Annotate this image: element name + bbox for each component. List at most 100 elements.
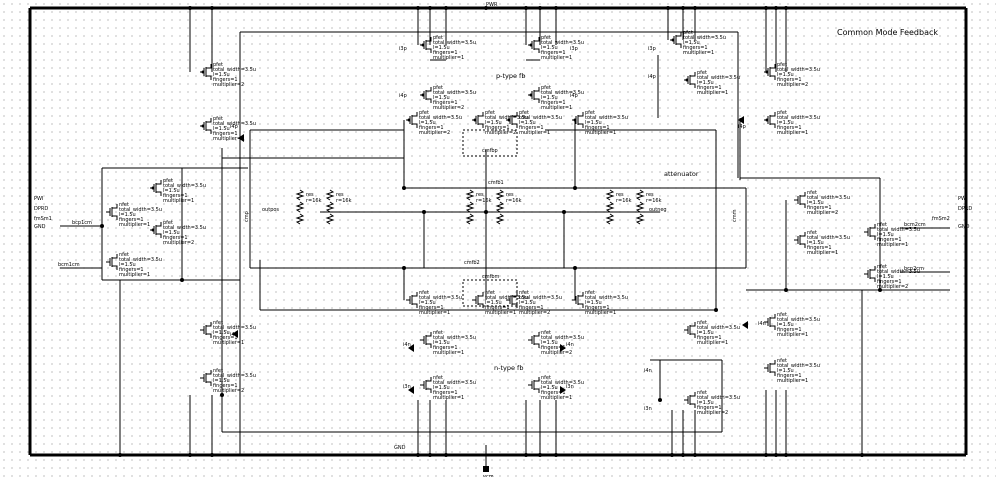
device-param: multiplier=1 (807, 250, 838, 256)
nfet-device-27[interactable]: nfettotal_width=3.5ul=1.5ufingers=1multi… (200, 368, 256, 394)
device-param: l=1.5u (433, 385, 450, 391)
device-param: total_width=3.5u (485, 295, 528, 301)
device-param: fingers=1 (683, 45, 708, 51)
right-port-label[interactable]: fmSm2 (932, 216, 950, 222)
device-param: multiplier=2 (419, 130, 450, 136)
resistor-param: r=16k (646, 198, 662, 204)
nfet-device-31[interactable]: nfettotal_width=3.5ul=1.5ufingers=1multi… (528, 375, 584, 401)
left-port-label[interactable]: fmSm1 (34, 216, 52, 222)
nfet-device-30[interactable]: nfettotal_width=3.5ul=1.5ufingers=1multi… (528, 330, 584, 356)
source-i4n-b: i4n (566, 342, 574, 348)
device-param: total_width=3.5u (163, 183, 206, 189)
device-param: fingers=1 (213, 131, 238, 137)
device-param: fingers=1 (433, 345, 458, 351)
pfet-device-8[interactable]: pfettotal_width=3.5ul=1.5ufingers=1multi… (506, 110, 562, 136)
device-param: nfet (777, 358, 787, 364)
net-cmfbp: cmfbp (482, 148, 498, 154)
nfet-device-19[interactable]: nfettotal_width=3.5ul=1.5ufingers=1multi… (794, 230, 850, 256)
device-param: multiplier=1 (585, 130, 616, 136)
right-port-line2: GND (958, 224, 970, 230)
device-param: total_width=3.5u (433, 380, 476, 386)
device-param: nfet (585, 290, 595, 296)
pfet-device-0[interactable]: pfettotal_width=3.5ul=1.5ufingers=1multi… (200, 62, 256, 88)
nfet-device-34[interactable]: nfettotal_width=3.5ul=1.5ufingers=1multi… (764, 312, 820, 338)
device-param: multiplier=1 (213, 340, 244, 346)
diagram-title: Common Mode Feedback (837, 28, 938, 37)
pfet-device-6[interactable]: pfettotal_width=3.5ul=1.5ufingers=1multi… (406, 110, 462, 136)
device-param: l=1.5u (777, 322, 794, 328)
source-i4n-left: i4n (230, 332, 238, 338)
source-i4p: i4p (399, 93, 407, 99)
device-param: fingers=1 (519, 125, 544, 131)
device-param: total_width=3.5u (419, 115, 462, 121)
net-outneg: outneg (649, 207, 667, 213)
source-i4n-lower: i4n (644, 368, 652, 374)
device-param: fingers=1 (697, 405, 722, 411)
device-param: fingers=1 (213, 77, 238, 83)
pfet-device-2[interactable]: pfettotal_width=3.5ul=1.5ufingers=1multi… (420, 35, 476, 61)
resistor-param: res (336, 192, 344, 198)
pfet-device-4[interactable]: pfettotal_width=3.5ul=1.5ufingers=1multi… (528, 35, 584, 61)
nfet-device-33[interactable]: nfettotal_width=3.5ul=1.5ufingers=1multi… (684, 390, 740, 416)
pfet-device-5[interactable]: pfettotal_width=3.5ul=1.5ufingers=1multi… (528, 85, 584, 111)
nfet-device-29[interactable]: nfettotal_width=3.5ul=1.5ufingers=1multi… (420, 375, 476, 401)
pfet-device-11[interactable]: pfettotal_width=3.5ul=1.5ufingers=1multi… (684, 70, 740, 96)
device-param: multiplier=1 (433, 395, 464, 401)
device-param: multiplier=1 (541, 105, 572, 111)
device-param: multiplier=1 (119, 222, 150, 228)
nfet-device-28[interactable]: nfettotal_width=3.5ul=1.5ufingers=1multi… (420, 330, 476, 356)
device-param: pfet (213, 62, 223, 68)
nfet-device-26[interactable]: nfettotal_width=3.5ul=1.5ufingers=1multi… (200, 320, 256, 346)
nfet-device-22[interactable]: nfettotal_width=3.5ul=1.5ufingers=1multi… (406, 290, 462, 316)
device-param: nfet (697, 320, 707, 326)
nfet-device-24[interactable]: nfettotal_width=3.5ul=1.5ufingers=1multi… (506, 290, 562, 316)
device-param: nfet (877, 264, 887, 270)
pfet-device-3[interactable]: pfettotal_width=3.5ul=1.5ufingers=1multi… (420, 85, 476, 111)
nfet-device-35[interactable]: nfettotal_width=3.5ul=1.5ufingers=1multi… (764, 358, 820, 384)
junctions (100, 6, 882, 457)
pfet-device-12[interactable]: pfettotal_width=3.5ul=1.5ufingers=1multi… (764, 62, 820, 88)
resistor-param: res (616, 192, 624, 198)
device-param: pfet (683, 30, 693, 36)
nfet-device-20[interactable]: nfettotal_width=3.5ul=1.5ufingers=1multi… (864, 222, 920, 248)
device-param: l=1.5u (777, 368, 794, 374)
net-cmp: cmp (244, 211, 250, 222)
source-i4n-right: i4n (758, 321, 766, 327)
device-param: multiplier=2 (877, 284, 908, 290)
pfet-device-14[interactable]: pfettotal_width=3.5ul=1.5ufingers=1multi… (150, 178, 206, 204)
pfet-device-10[interactable]: pfettotal_width=3.5ul=1.5ufingers=1multi… (670, 30, 726, 56)
pfet-device-9[interactable]: pfettotal_width=3.5ul=1.5ufingers=1multi… (472, 110, 528, 136)
pfet-device-1[interactable]: pfettotal_width=3.5ul=1.5ufingers=1multi… (200, 116, 256, 142)
device-param: fingers=1 (807, 245, 832, 251)
pfet-device-13[interactable]: pfettotal_width=3.5ul=1.5ufingers=1multi… (764, 110, 820, 136)
nfet-device-32[interactable]: nfettotal_width=3.5ul=1.5ufingers=1multi… (684, 320, 740, 346)
nfet-device-23[interactable]: nfettotal_width=3.5ul=1.5ufingers=1multi… (472, 290, 528, 316)
device-param: total_width=3.5u (777, 363, 820, 369)
resistor-param: r=16k (506, 198, 522, 204)
nfet-device-18[interactable]: nfettotal_width=3.5ul=1.5ufingers=1multi… (794, 190, 850, 216)
device-param: total_width=3.5u (485, 115, 528, 121)
pfet-device-15[interactable]: pfettotal_width=3.5ul=1.5ufingers=1multi… (150, 220, 206, 246)
nfet-device-17[interactable]: nfettotal_width=3.5ul=1.5ufingers=1multi… (106, 252, 162, 278)
nfet-device-16[interactable]: nfettotal_width=3.5ul=1.5ufingers=1multi… (106, 202, 162, 228)
nfet-device-25[interactable]: nfettotal_width=3.5ul=1.5ufingers=1multi… (572, 290, 628, 316)
device-param: fingers=1 (777, 125, 802, 131)
device-param: pfet (541, 85, 551, 91)
device-param: l=1.5u (433, 45, 450, 51)
source-i3p-b: i3p (570, 46, 578, 52)
net-cmfbm: cmfbm (482, 274, 500, 280)
nfet-device-21[interactable]: nfettotal_width=3.5ul=1.5ufingers=1multi… (864, 264, 920, 290)
device-param: fingers=1 (585, 305, 610, 311)
pfet-device-7[interactable]: pfettotal_width=3.5ul=1.5ufingers=1multi… (572, 110, 628, 136)
left-port-name: PWI (34, 196, 43, 202)
source-i4n: i4n (403, 342, 411, 348)
device-param: multiplier=1 (877, 242, 908, 248)
vcm-pin-icon[interactable] (483, 466, 489, 472)
